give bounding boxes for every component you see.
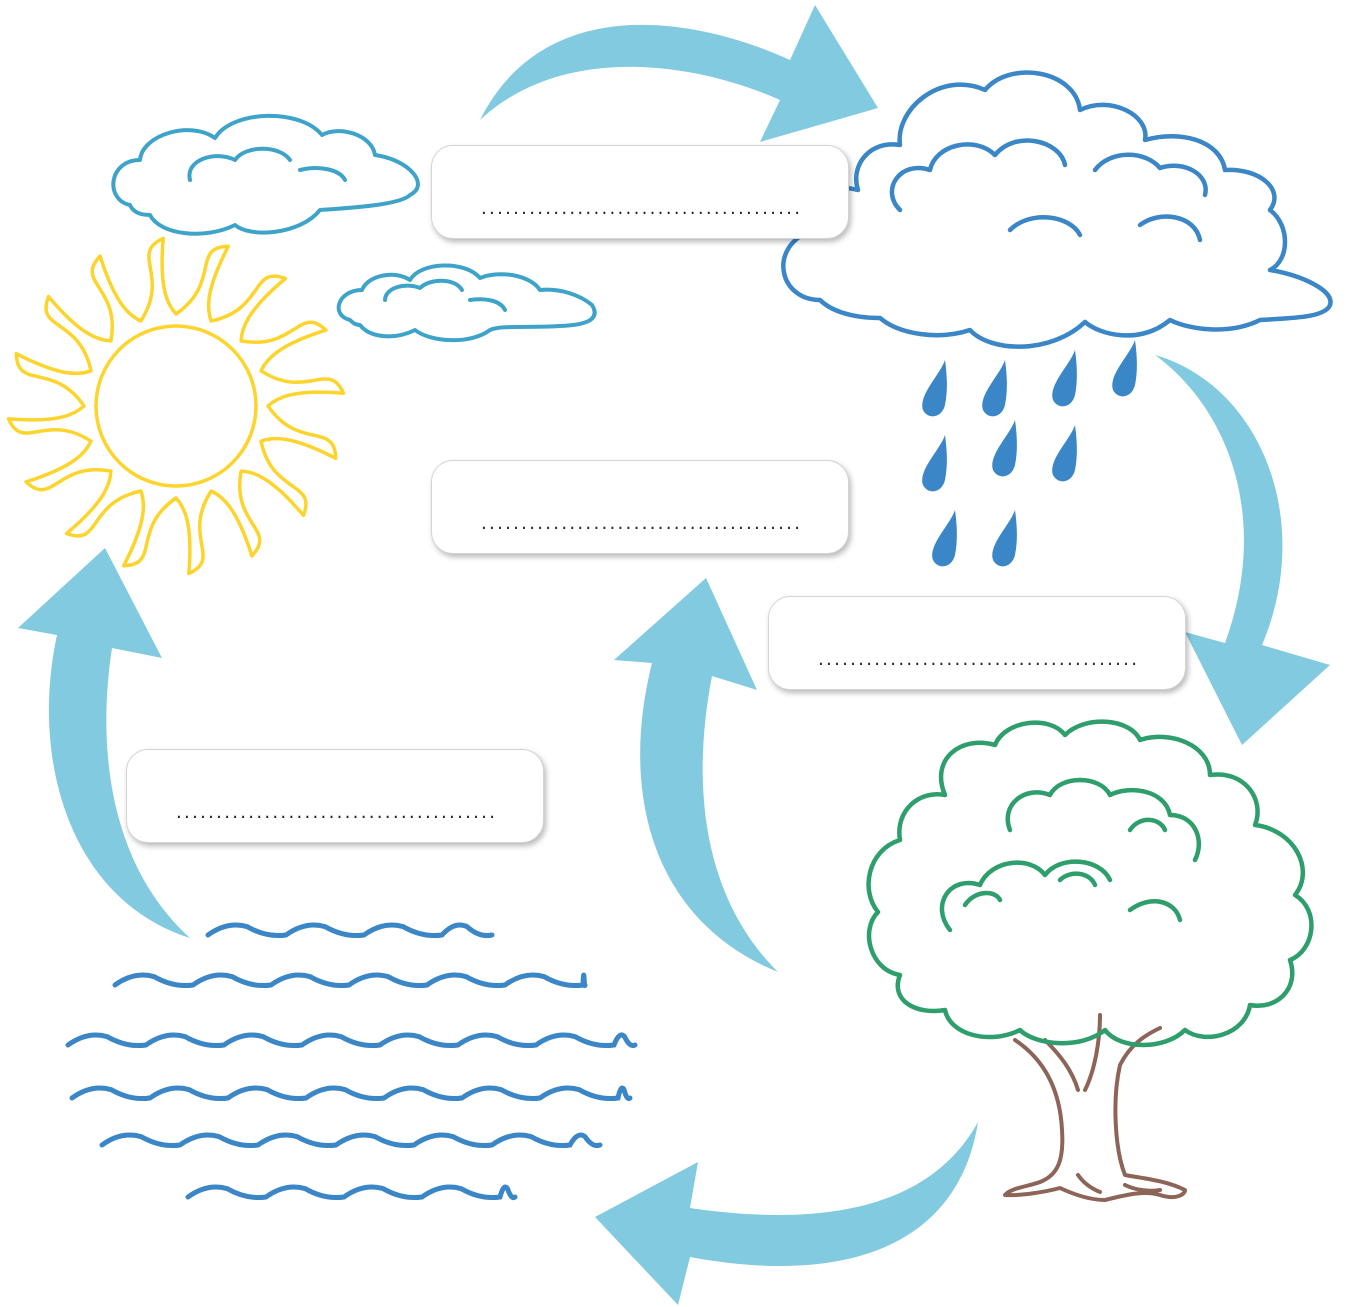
wave-line [185, 1184, 518, 1201]
tree-trunk [1003, 1013, 1187, 1202]
label-box-right[interactable]: ........................................ [768, 596, 1186, 690]
arrow-water-to-sun [18, 548, 190, 938]
arrow-evaporation-to-condensation [480, 5, 878, 142]
wave-line [205, 922, 495, 939]
water-waves-icon [65, 922, 638, 1201]
arrow-middle-up [614, 578, 778, 972]
wave-line [99, 1132, 603, 1149]
arrow-rain-to-tree [1155, 355, 1330, 745]
answer-blank[interactable]: ........................................ [479, 200, 801, 218]
small-cloud-icon [111, 113, 420, 236]
tree-canopy [866, 719, 1314, 1048]
wave-line [69, 1085, 633, 1102]
answer-blank[interactable]: ........................................ [174, 804, 496, 822]
answer-blank[interactable]: ........................................ [816, 651, 1138, 669]
wave-line [112, 972, 588, 989]
answer-blank[interactable]: ........................................ [479, 515, 801, 533]
rain-cloud-icon [781, 70, 1333, 349]
wave-line [65, 1032, 638, 1049]
label-box-middle[interactable]: ........................................ [431, 460, 849, 554]
label-box-top[interactable]: ........................................ [431, 145, 849, 239]
sun-icon [6, 236, 346, 576]
arrow-tree-to-water [595, 1122, 978, 1305]
small-cloud-icon [336, 263, 597, 343]
cycle-arrows [18, 5, 1330, 1305]
label-box-left[interactable]: ........................................ [126, 749, 544, 843]
tree-icon [866, 719, 1314, 1202]
raindrops-icon [922, 340, 1137, 567]
